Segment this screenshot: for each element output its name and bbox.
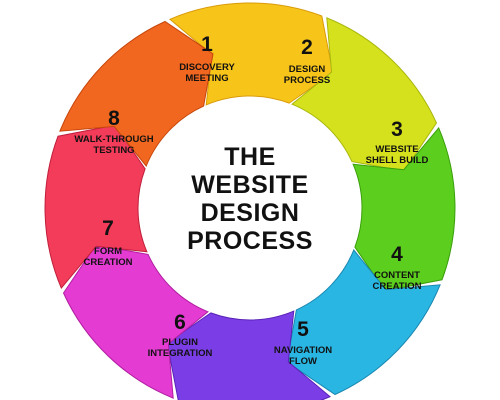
segment-5 bbox=[166, 310, 332, 400]
step-6-label-line-2: INTEGRATION bbox=[147, 348, 213, 359]
step-2-number: 2 bbox=[301, 36, 313, 59]
step-8-label-line-1: WALK-THROUGH bbox=[74, 134, 154, 145]
title-line-1: THE bbox=[224, 143, 276, 171]
step-7-label-line-2: CREATION bbox=[83, 257, 133, 268]
segment-8 bbox=[59, 20, 214, 167]
step-1-label-line-1: DISCOVERY bbox=[179, 62, 235, 73]
step-7-label-line-1: FORM bbox=[94, 246, 122, 257]
title-line-2: WEBSITE bbox=[191, 171, 309, 199]
step-3-label-line-1: WEBSITE bbox=[375, 144, 419, 155]
segment-4 bbox=[286, 249, 441, 396]
step-6-number: 6 bbox=[174, 311, 186, 334]
step-3-number: 3 bbox=[391, 118, 403, 141]
step-1-label-line-2: MEETING bbox=[185, 73, 229, 84]
step-4-label-line-2: CREATION bbox=[372, 281, 422, 292]
center-disc bbox=[154, 112, 346, 304]
segment-1 bbox=[168, 2, 334, 106]
segment-2 bbox=[291, 17, 438, 172]
step-5-label-line-1: NAVIGATION bbox=[273, 345, 333, 356]
step-2-label-line-2: PROCESS bbox=[283, 75, 331, 86]
step-7-number: 7 bbox=[102, 217, 114, 240]
segment-3 bbox=[352, 126, 456, 292]
step-4-label-line-1: CONTENT bbox=[374, 270, 420, 281]
step-3-label-line-2: SHELL BUILD bbox=[365, 155, 429, 166]
step-8-label-line-2: TESTING bbox=[93, 145, 135, 156]
segment-7 bbox=[44, 124, 148, 290]
step-1-number: 1 bbox=[201, 33, 213, 56]
step-8-number: 8 bbox=[108, 107, 120, 130]
segment-6 bbox=[62, 244, 209, 399]
segment-group bbox=[44, 2, 456, 400]
title-line-3: DESIGN bbox=[200, 199, 300, 227]
step-4-number: 4 bbox=[391, 243, 403, 266]
step-5-number: 5 bbox=[297, 318, 309, 341]
step-6-label-line-1: PLUGIN bbox=[162, 337, 198, 348]
title-line-4: PROCESS bbox=[187, 227, 313, 255]
step-5-label-line-2: FLOW bbox=[289, 356, 317, 367]
step-2-label-line-1: DESIGN bbox=[288, 64, 326, 75]
